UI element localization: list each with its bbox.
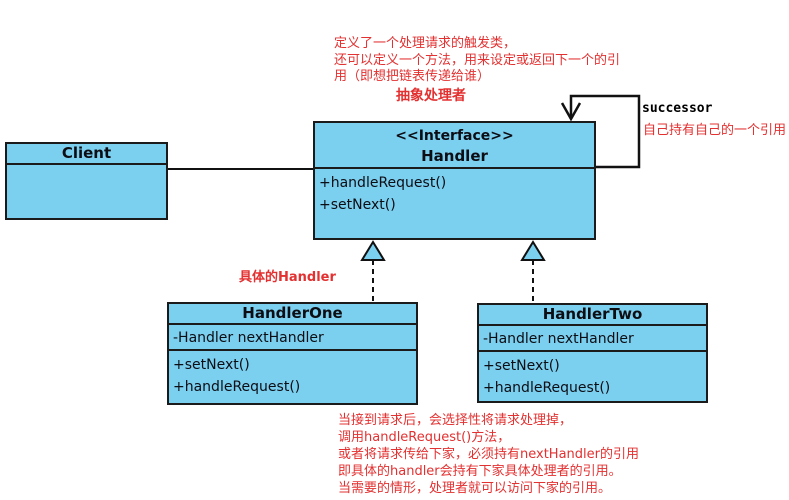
note-line: 当接到请求后，会选择性将请求处理掉， [338,413,573,428]
note-line: 定义了一个处理请求的触发类， [334,36,517,51]
note-line: 当需要的情形，处理者就可以访问下家的引用。 [338,481,612,496]
class-attributes-handler-one: -Handler nextHandler [169,325,416,351]
class-box-handler-one: HandlerOne -Handler nextHandler +setNext… [167,302,418,405]
successor-role-label: successor [642,101,713,116]
realization-triangle-handler-one [360,240,386,261]
note-line: 用（即想把链表传递给谁） [334,69,491,84]
stereotype-interface: <<Interface>> [395,128,514,144]
method-item: +handleRequest() [483,380,611,396]
method-item: +handleRequest() [319,175,447,191]
realization-triangle-handler-two [520,240,546,261]
note-line: 还可以定义一个方法，用来设定或返回下一个的引 [334,52,621,68]
class-methods-handler: +handleRequest() +setNext() [315,169,594,238]
class-name-handler-one: HandlerOne [169,304,416,325]
attribute-item: -Handler nextHandler [483,331,634,347]
class-name-handler-two: HandlerTwo [479,305,706,326]
method-item: +setNext() [319,197,396,213]
attribute-item: -Handler nextHandler [173,330,324,346]
note-concrete-handler-label: 具体的Handler [239,270,336,285]
method-item: +handleRequest() [173,379,301,395]
note-line: 调用handleRequest()方法， [338,430,511,445]
method-item: +setNext() [173,357,250,373]
note-abstract-handler-title: 抽象处理者 [396,88,466,104]
class-name-client: Client [7,144,166,165]
note-concrete-handler-description: 当接到请求后，会选择性将请求处理掉， 调用handleRequest()方法， … [338,412,639,497]
successor-self-loop [569,94,641,169]
class-attributes-handler-two: -Handler nextHandler [479,326,706,352]
class-box-handler: <<Interface>> Handler +handleRequest() +… [313,121,596,240]
class-methods-handler-two: +setNext() +handleRequest() [479,352,706,401]
method-item: +setNext() [483,358,560,374]
note-self-reference: 自己持有自己的一个引用 [643,123,787,138]
class-box-handler-two: HandlerTwo -Handler nextHandler +setNext… [477,303,708,403]
class-methods-handler-one: +setNext() +handleRequest() [169,351,416,403]
class-name-handler: Handler [421,147,488,165]
note-line: 或者将请求传给下家，必须持有nextHandler的引用 [338,447,639,462]
class-body-empty [7,165,166,218]
note-abstract-handler-description: 定义了一个处理请求的触发类， 还可以定义一个方法，用来设定或返回下一个的引 用（… [334,36,620,86]
class-box-client: Client [5,142,168,220]
successor-arrowhead-icon [560,102,582,122]
class-header-handler: <<Interface>> Handler [315,123,594,169]
note-line: 即具体的handler会持有下家具体处理者的引用。 [338,464,622,479]
